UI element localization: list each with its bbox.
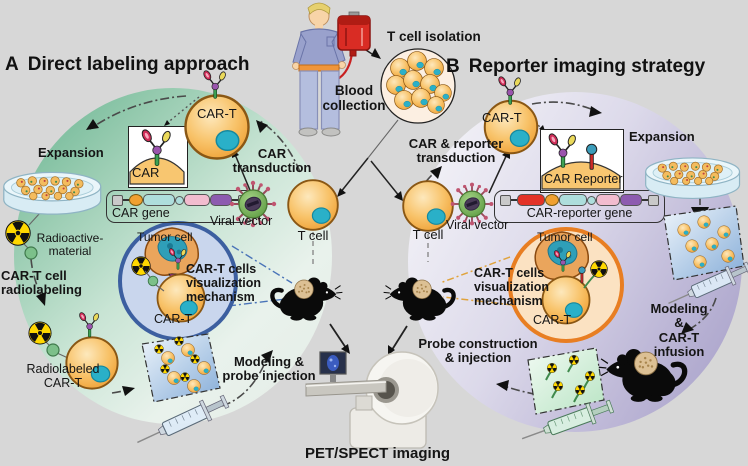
modeling-b-label: Modeling & CAR-T infusion xyxy=(650,301,708,359)
gene-promoter-icon xyxy=(129,194,143,206)
expansion-a-label: Expansion xyxy=(38,145,104,160)
gene-hinge-segment xyxy=(596,194,620,206)
car-gene-label: CAR gene xyxy=(112,206,170,220)
pet-spect-scanner-icon xyxy=(305,351,439,449)
car-receptor-icon xyxy=(77,311,101,338)
gene-signal-segment xyxy=(210,194,232,206)
car-t-cell-tray xyxy=(663,205,748,313)
gene-reporter-segment xyxy=(517,194,545,206)
gene-cap-icon xyxy=(500,194,511,206)
t-cell-isolation-label: T cell isolation xyxy=(387,29,481,44)
car-reporter-gene-segments xyxy=(500,194,659,206)
tumor-cell-b-label: Tumor cell xyxy=(537,230,593,244)
t-cell-a-label: T cell xyxy=(297,228,329,243)
tumor-cell-a-label: Tumor cell xyxy=(137,230,193,244)
car-t-bound-b-label: CAR-T xyxy=(533,313,572,327)
viral-vector-b-label: Viral vector xyxy=(446,218,509,232)
viral-vector-a-label: Viral vector xyxy=(210,214,273,228)
probe-construction-label: Probe construction & injection xyxy=(418,336,538,366)
car-t-bound-a-label: CAR-T xyxy=(154,312,193,326)
expansion-b-label: Expansion xyxy=(629,129,695,144)
radioactive-trefoil-icon xyxy=(131,256,151,276)
t-cell-icon xyxy=(287,179,339,231)
gene-hinge-segment xyxy=(184,194,210,206)
car-transduction-label: CAR transduction xyxy=(232,146,312,176)
car-t-b-label: CAR-T xyxy=(482,110,522,125)
visualization-b-label: CAR-T cells visualization mechanism xyxy=(474,266,550,308)
blood-bag-icon xyxy=(337,11,371,57)
cell-membrane-icon xyxy=(129,157,185,185)
car-inset-label: CAR xyxy=(132,165,160,180)
syringe-icon xyxy=(132,390,232,453)
petri-dish-icon xyxy=(645,157,741,200)
probe-tray xyxy=(517,347,616,450)
car-reporter-gene-construct: CAR-reporter gene xyxy=(494,190,665,223)
radioactive-trefoil-icon xyxy=(590,260,608,278)
car-gene-construct: CAR gene xyxy=(106,190,255,223)
gene-promoter-icon xyxy=(545,194,559,206)
panel-a-title: A Direct labeling approach xyxy=(5,54,249,76)
visualization-a-label: CAR-T cells visualization mechanism xyxy=(186,262,262,304)
car-receptor-icon xyxy=(496,74,523,106)
blood-collection-label: Blood collection xyxy=(322,83,386,113)
gene-scfv-segment xyxy=(559,194,587,206)
mouse-icon xyxy=(384,278,454,321)
car-reporter-gene-label: CAR-reporter gene xyxy=(526,206,633,220)
petri-dish-icon xyxy=(3,171,102,215)
panel-b-title: B Reporter imaging strategy xyxy=(446,56,705,78)
modeling-a-label: Modeling & probe injection xyxy=(222,354,316,384)
radiolabeled-cell-tray xyxy=(132,333,232,453)
person-donor-icon xyxy=(292,2,346,137)
t-cell-b-label: T cell xyxy=(412,227,444,242)
radiolabeling-label: CAR-T cell radiolabeling xyxy=(1,268,82,298)
radiolabeled-car-t-label: Radiolabeled CAR-T xyxy=(26,362,100,390)
car-t-a-label: CAR-T xyxy=(197,106,237,121)
chelator-icon xyxy=(24,246,38,260)
radioactive-material-label: Radioactive- material xyxy=(36,231,104,259)
gene-cap-icon xyxy=(648,194,659,206)
chelator-icon xyxy=(46,343,60,357)
radioactive-trefoil-icon xyxy=(28,321,52,345)
panel-a-title-text: Direct labeling approach xyxy=(27,54,250,75)
car-reporter-transduction-label: CAR & reporter transduction xyxy=(408,136,504,166)
panel-b-tag: B xyxy=(446,56,460,77)
mouse-icon xyxy=(272,278,342,321)
car-gene-segments xyxy=(112,194,249,206)
car-reporter-inset-label: CAR Reporter xyxy=(544,172,623,186)
gene-cap-icon xyxy=(112,194,123,206)
panel-a-tag: A xyxy=(5,54,19,75)
panel-b-title-text: Reporter imaging strategy xyxy=(468,56,706,77)
t-cell-cluster-icon xyxy=(380,48,456,124)
gene-scfv-segment xyxy=(143,194,175,206)
cell-membrane-icon xyxy=(541,161,621,190)
pet-spect-imaging-label: PET/SPECT imaging xyxy=(305,445,451,462)
chelator-icon xyxy=(147,275,159,287)
gene-signal-segment xyxy=(620,194,642,206)
radioactive-trefoil-icon xyxy=(4,220,32,246)
